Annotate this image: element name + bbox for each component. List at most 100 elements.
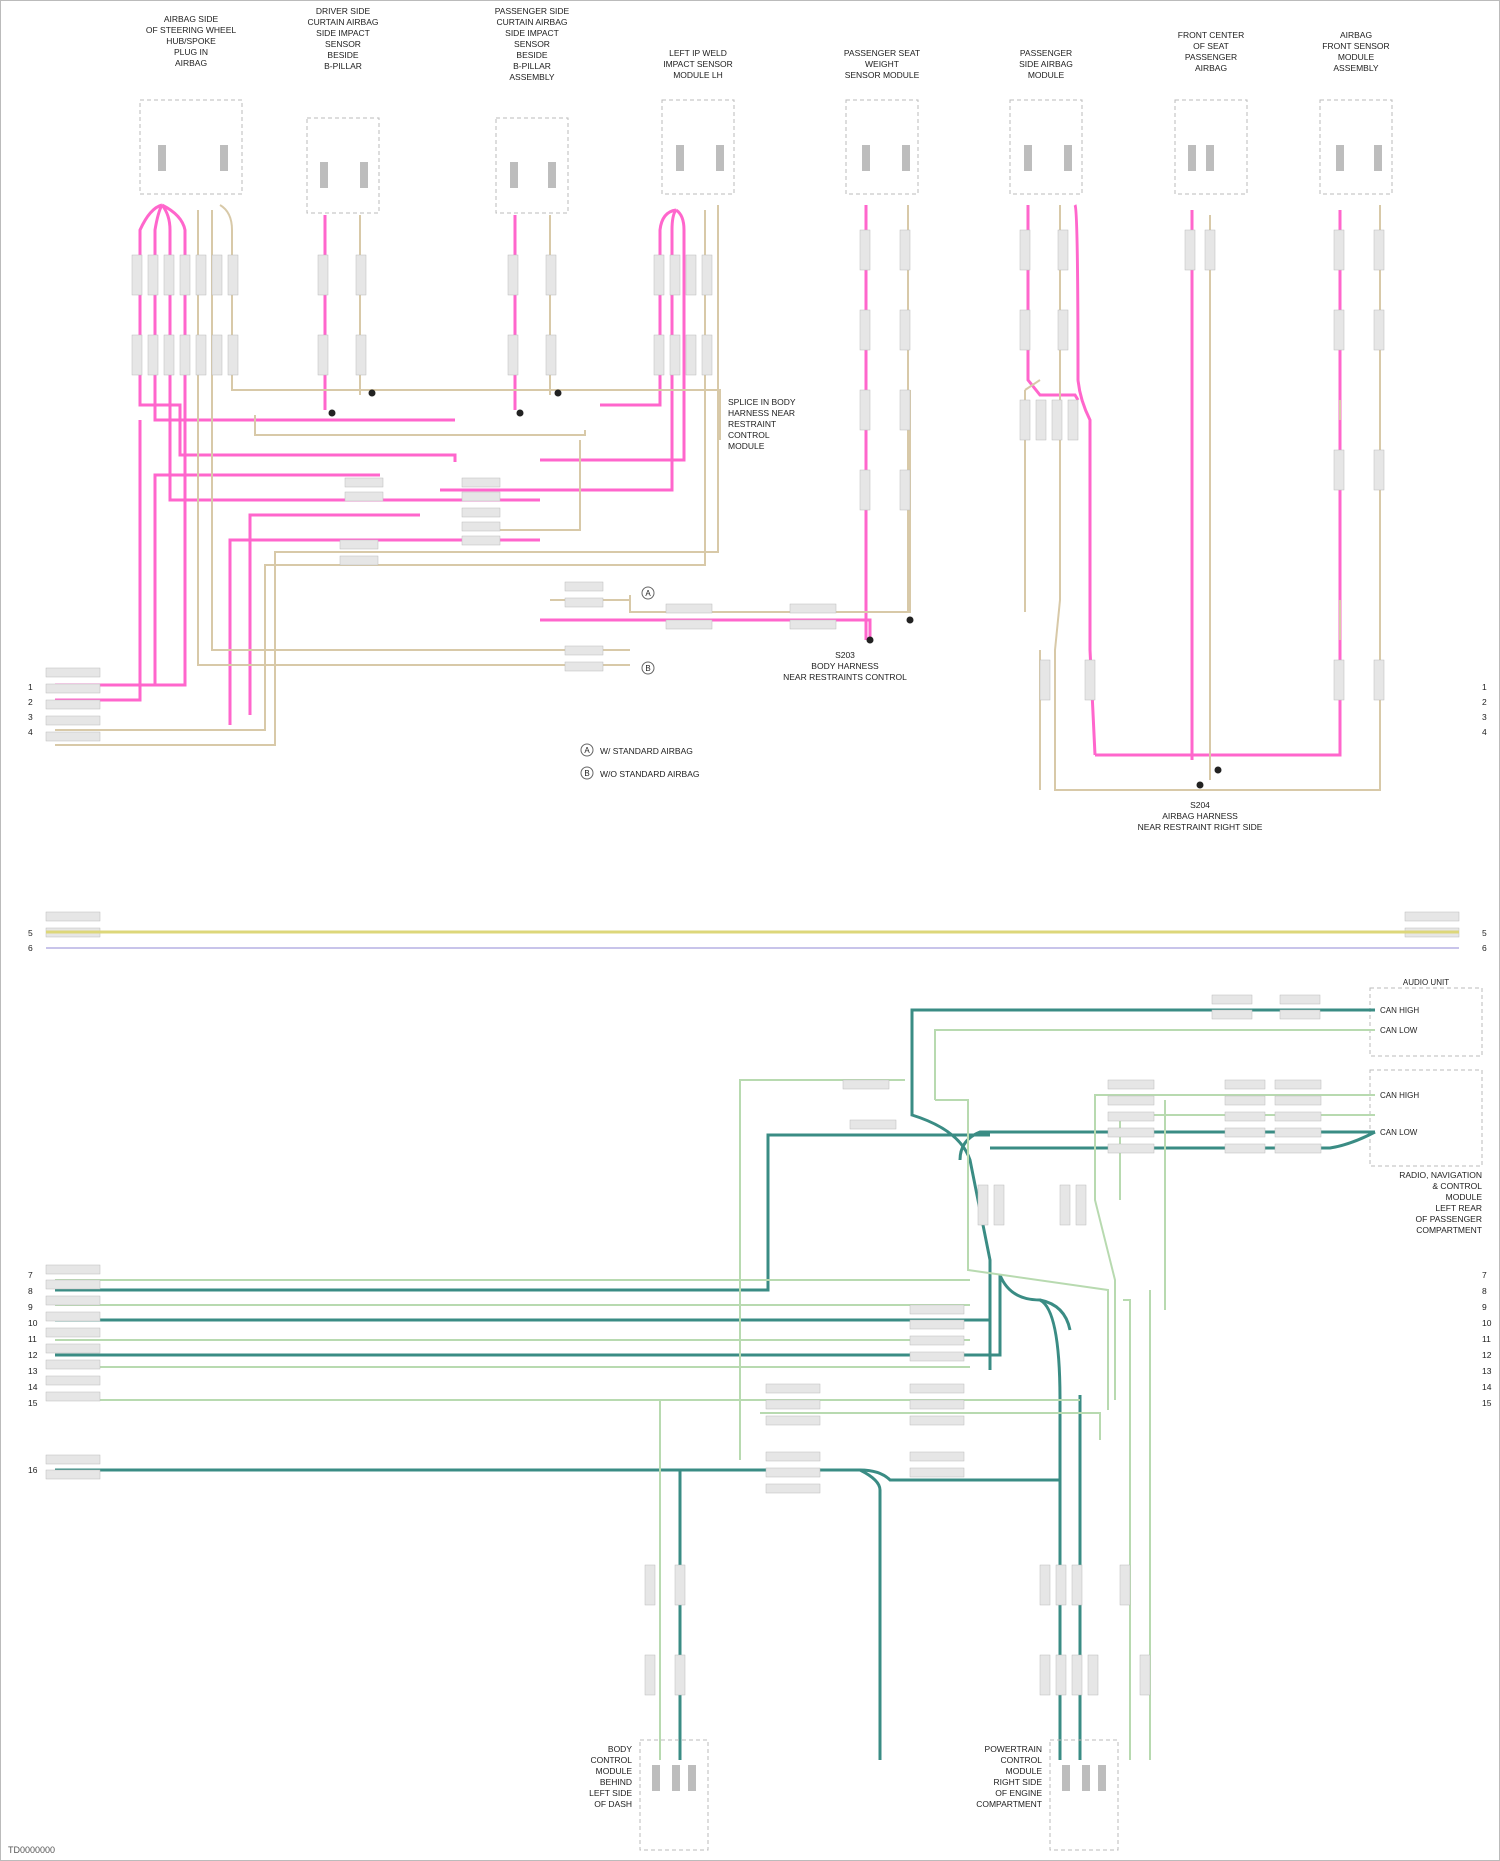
bottom-module-label-2: POWERTRAINCONTROLMODULERIGHT SIDEOF ENGI… [976,1744,1042,1809]
bottom-module-label-2-line: RIGHT SIDE [994,1777,1043,1787]
module-label-8-line: MODULE [1338,52,1375,62]
row-number: 13 [1482,1366,1492,1376]
splice-ul-line: HARNESS NEAR [728,408,795,418]
legend-b-text: W/O STANDARD AIRBAG [600,769,700,779]
radio-module-box[interactable] [1370,1070,1482,1166]
bottom-module-label-1-line: MODULE [596,1766,633,1776]
module-label-5: PASSENGER SEATWEIGHTSENSOR MODULE [844,48,920,80]
row-number: 9 [1482,1302,1487,1312]
row-number: 4 [1482,727,1487,737]
audio-unit-title: AUDIO UNIT [1403,978,1449,987]
module-label-5-line: WEIGHT [865,59,899,69]
module-label-3-line: CURTAIN AIRBAG [496,17,567,27]
row-number: 14 [1482,1382,1492,1392]
module-label-1-line: HUB/SPOKE [166,36,216,46]
row-number: 1 [1482,682,1487,692]
module-label-1: AIRBAG SIDEOF STEERING WHEELHUB/SPOKEPLU… [146,14,236,68]
module-label-8: AIRBAGFRONT SENSORMODULEASSEMBLY [1322,30,1389,73]
bottom-module-label-2-line: MODULE [1006,1766,1043,1776]
module-label-2: DRIVER SIDECURTAIN AIRBAGSIDE IMPACTSENS… [307,6,378,71]
row-number: 11 [1482,1334,1491,1344]
svg-text:S203BODY HARNESSNEAR RESTRAINT: S203BODY HARNESSNEAR RESTRAINTS CONTROL [783,650,907,682]
green-wires [55,1010,1375,1760]
audio-pin-label: CAN HIGH [1380,1006,1419,1015]
row-number: 7 [1482,1270,1487,1280]
bottom-module-label-2-line: POWERTRAIN [985,1744,1042,1754]
bottom-module-label-1-line: BEHIND [600,1777,632,1787]
splice-right-line: S204 [1190,800,1210,810]
svg-text:B: B [645,664,650,673]
module-label-4-line: MODULE LH [673,70,723,80]
splice-mid-line: BODY HARNESS [811,661,879,671]
bottom-module-label-2-line: OF ENGINE [995,1788,1042,1798]
footer-ref: TD0000000 [8,1845,55,1855]
row-number: 8 [1482,1286,1487,1296]
module-label-1-line: OF STEERING WHEEL [146,25,236,35]
splice-right-line: NEAR RESTRAINT RIGHT SIDE [1138,822,1263,832]
row-number: 15 [1482,1398,1492,1408]
bottom-module-label-1-line: OF DASH [594,1799,632,1809]
module-label-2-line: SIDE IMPACT [316,28,370,38]
module-label-8-line: AIRBAG [1340,30,1372,40]
middle-splice-label: S203BODY HARNESSNEAR RESTRAINTS CONTROL [783,650,907,682]
row-number: 15 [28,1398,38,1408]
row-number: 13 [28,1366,38,1376]
bottom-module-label-1-line: CONTROL [590,1755,632,1765]
module-label-3: PASSENGER SIDECURTAIN AIRBAGSIDE IMPACTS… [495,6,570,82]
module-box-2[interactable] [307,118,379,213]
bottom-module-box-1[interactable] [640,1740,708,1850]
module-label-3-line: ASSEMBLY [509,72,555,82]
radio-module-label-line: COMPARTMENT [1416,1225,1482,1235]
module-box-3[interactable] [496,118,568,213]
row-number: 14 [28,1382,38,1392]
row-number: 2 [1482,697,1487,707]
splice-ul-line: CONTROL [728,430,770,440]
module-label-4-line: IMPACT SENSOR [663,59,733,69]
row-number: 5 [1482,928,1487,938]
bottom-module-label-1-line: BODY [608,1744,632,1754]
row-number: 5 [28,928,33,938]
svg-text:16: 16 [28,1465,38,1475]
row-number: 9 [28,1302,33,1312]
radio-module-label-line: & CONTROL [1432,1181,1482,1191]
radio-module-label-line: LEFT REAR [1435,1203,1482,1213]
row-number: 3 [28,712,33,722]
module-label-3-line: SENSOR [514,39,550,49]
module-label-2-line: CURTAIN AIRBAG [307,17,378,27]
bottom-module-label-1-line: LEFT SIDE [589,1788,632,1798]
audio-unit-box[interactable] [1370,988,1482,1056]
module-label-7-line: FRONT CENTER [1178,30,1244,40]
module-label-5-line: PASSENGER SEAT [844,48,920,58]
module-label-6-line: MODULE [1028,70,1065,80]
radio-module-label-line: OF PASSENGER [1416,1214,1482,1224]
module-label-2-line: B-PILLAR [324,61,362,71]
splice-ul-line: MODULE [728,441,765,451]
radio-module-label-line: RADIO, NAVIGATION [1399,1170,1482,1180]
pink-wires [55,205,1340,760]
row-number: 8 [28,1286,33,1296]
legend-a-text: W/ STANDARD AIRBAG [600,746,693,756]
row-number: 3 [1482,712,1487,722]
module-label-8-line: ASSEMBLY [1333,63,1379,73]
module-label-4-line: LEFT IP WELD [669,48,727,58]
module-label-2-line: SENSOR [325,39,361,49]
module-label-1-line: AIRBAG [175,58,207,68]
row-number: 11 [28,1334,37,1344]
module-label-7-line: AIRBAG [1195,63,1227,73]
tan-wires [55,205,1380,790]
svg-text:A: A [584,746,590,755]
audio-pin-label: CAN LOW [1380,1026,1418,1035]
row-number: 2 [28,697,33,707]
light-green-wires [55,1030,1375,1760]
module-label-6-line: SIDE AIRBAG [1019,59,1073,69]
radio-module-label-line: MODULE [1446,1192,1483,1202]
module-label-7-line: PASSENGER [1185,52,1237,62]
radio-module-label: RADIO, NAVIGATION& CONTROLMODULELEFT REA… [1399,1170,1482,1235]
splice-ul-line: RESTRAINT [728,419,776,429]
